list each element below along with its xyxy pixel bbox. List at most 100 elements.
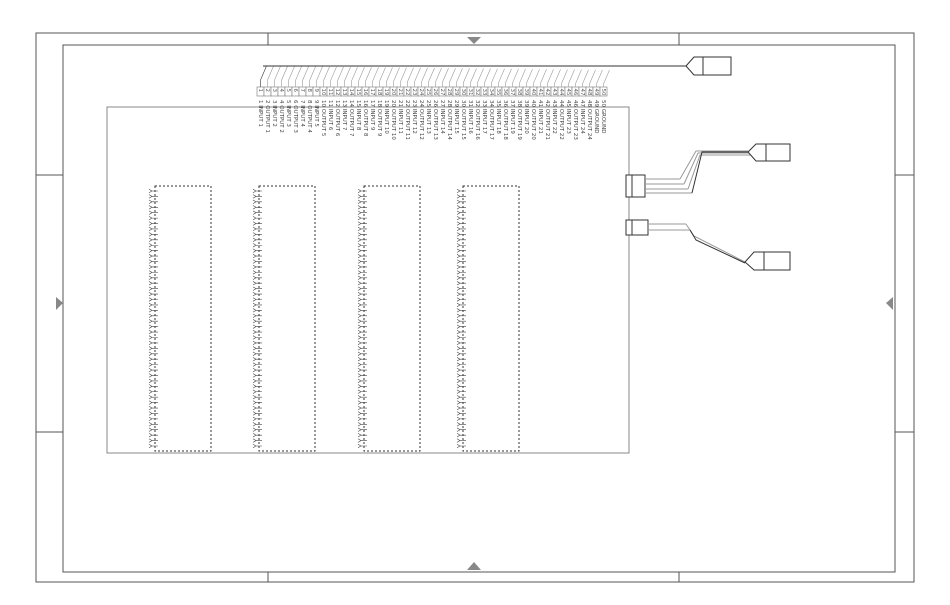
header-pin-label: 10 OUTPUT 5 — [320, 100, 326, 137]
header-pin-label: 41 INPUT 21 — [537, 100, 543, 134]
terminal-pin — [252, 210, 262, 215]
terminal-pin — [148, 362, 158, 367]
terminal-pin — [252, 422, 262, 427]
header-pin-label: 48 OUTPUT 24 — [586, 100, 592, 140]
header-pin-label: 26 OUTPUT 13 — [432, 100, 438, 140]
header-pin-number: 35 — [495, 89, 501, 96]
terminal-pin — [456, 389, 466, 394]
terminal-pin — [148, 389, 158, 394]
terminal-pin — [357, 297, 367, 302]
header-pin-number: 39 — [523, 89, 529, 96]
header-connector: 11 INPUT 122 OUTPUT 133 INPUT 244 OUTPUT… — [256, 86, 608, 140]
terminal-pin — [148, 243, 158, 248]
header-pin-number: 48 — [586, 89, 592, 96]
terminal-pin — [456, 275, 466, 280]
terminal-pin — [252, 335, 262, 340]
centering-arrows — [56, 37, 893, 570]
harness-wire — [519, 68, 526, 87]
terminal-pin — [148, 384, 158, 389]
header-pin: 48 48 OUTPUT 24 — [585, 86, 594, 140]
terminal-pin — [252, 292, 262, 297]
header-pin: 33 INPUT 2 — [270, 86, 279, 127]
header-pin-label: 38 OUTPUT 19 — [516, 100, 522, 140]
terminal-pin — [357, 378, 367, 383]
terminal-pin — [252, 297, 262, 302]
harness-wire — [442, 68, 449, 87]
terminal-pin — [148, 210, 158, 215]
terminal-pin — [252, 216, 262, 221]
header-pin: 11 INPUT 1 — [256, 86, 265, 127]
header-pin-number: 11 — [327, 89, 333, 96]
terminal-pin — [357, 373, 367, 378]
header-pin-number: 17 — [369, 89, 375, 96]
header-pin-label: 37 INPUT 19 — [509, 100, 515, 134]
terminal-pin — [357, 422, 367, 427]
terminal-pin — [252, 286, 262, 291]
harness-wire — [547, 69, 554, 87]
terminal-pin — [252, 188, 262, 194]
terminal-pin — [357, 319, 367, 324]
header-pin-label: 29 INPUT 15 — [453, 100, 459, 134]
header-pin: 77 INPUT 4 — [298, 86, 307, 127]
terminal-pin — [252, 281, 262, 286]
harness-wire — [526, 68, 533, 87]
terminal-pin — [456, 319, 466, 324]
terminal-pin — [252, 308, 262, 313]
terminal-pin — [357, 389, 367, 394]
header-pin-number: 9 — [313, 89, 319, 93]
header-pin-label: 12 OUTPUT 6 — [334, 100, 340, 137]
terminal-pin — [148, 286, 158, 291]
terminal-pin — [148, 400, 158, 405]
terminal-pin — [252, 221, 262, 226]
harness-wire — [477, 68, 484, 87]
header-pin-number: 41 — [537, 89, 543, 96]
terminal-pin — [252, 443, 262, 449]
terminal-pin — [148, 433, 158, 438]
terminal-pin — [148, 308, 158, 313]
terminal-pin — [456, 297, 466, 302]
zone-ticks — [36, 33, 914, 582]
terminal-block-3 — [357, 185, 421, 452]
header-pin-number: 45 — [565, 89, 571, 96]
terminal-block-outline — [258, 185, 316, 452]
terminal-pin — [357, 254, 367, 259]
terminal-pin — [148, 275, 158, 280]
harness-wire — [554, 69, 561, 87]
terminal-pin — [148, 351, 158, 356]
header-pin: 39 39 INPUT 20 — [522, 86, 531, 134]
terminal-pin — [148, 416, 158, 421]
header-pin-label: 1 INPUT 1 — [257, 100, 263, 127]
header-pin-label: 39 INPUT 20 — [523, 100, 529, 134]
terminal-pin — [456, 427, 466, 432]
terminal-pin — [456, 226, 466, 232]
header-pin-number: 32 — [474, 89, 480, 96]
harness-wire — [274, 66, 281, 87]
terminal-pin — [357, 330, 367, 335]
header-pin-number: 44 — [558, 89, 564, 96]
terminal-pin — [456, 281, 466, 286]
header-pin-label: 13 INPUT 7 — [341, 100, 347, 131]
terminal-pin — [456, 335, 466, 340]
header-pin: 41 41 INPUT 21 — [536, 86, 545, 134]
header-pin-number: 50 — [600, 89, 606, 96]
terminal-pin — [148, 232, 158, 237]
harness-wire — [582, 69, 589, 87]
terminal-pin — [357, 357, 367, 362]
header-pin-label: 22 OUTPUT 11 — [404, 100, 410, 140]
harness-wire — [435, 67, 442, 87]
